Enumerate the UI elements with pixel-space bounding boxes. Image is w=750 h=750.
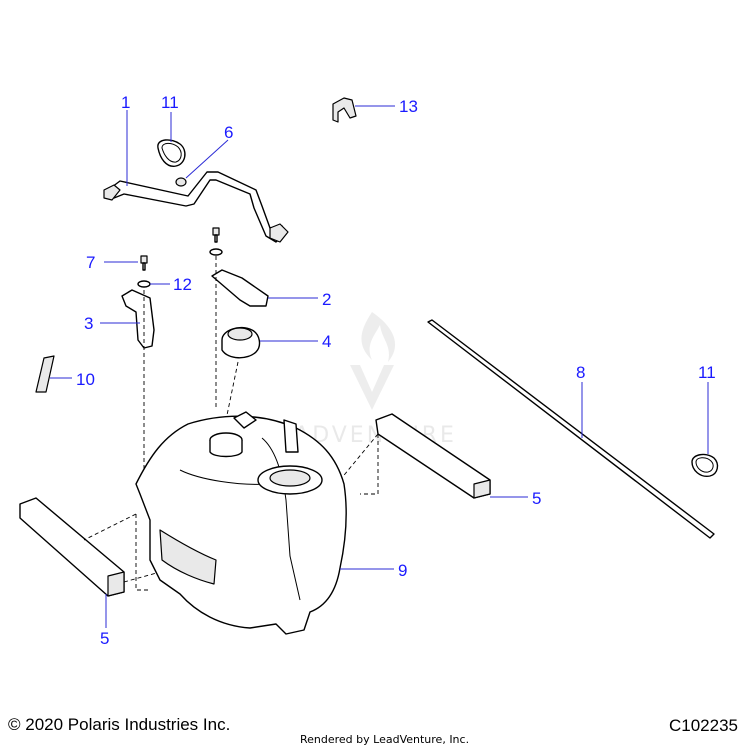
part-clamp-top[interactable] <box>157 139 186 167</box>
part-clamp-right[interactable] <box>691 453 719 477</box>
part-fuel-tank[interactable] <box>135 411 347 635</box>
callout-4[interactable]: 4 <box>322 332 331 351</box>
part-bracket-left[interactable] <box>121 289 155 349</box>
copyright-text: © 2020 Polaris Industries Inc. <box>8 715 231 734</box>
callouts: 1 11 6 13 7 12 2 3 4 10 8 11 5 9 5 <box>76 93 716 648</box>
part-grommet[interactable] <box>175 177 187 187</box>
part-fuel-cap[interactable] <box>221 326 261 359</box>
part-rod[interactable] <box>427 319 715 539</box>
callout-13[interactable]: 13 <box>399 97 418 116</box>
callout-8[interactable]: 8 <box>576 363 585 382</box>
dashed-guides <box>83 256 379 591</box>
part-pad-right[interactable] <box>375 413 491 499</box>
callout-12[interactable]: 12 <box>173 275 192 294</box>
callout-7[interactable]: 7 <box>86 253 95 272</box>
callout-5-right[interactable]: 5 <box>532 489 541 508</box>
part-pad-small[interactable] <box>35 355 55 393</box>
callout-3[interactable]: 3 <box>84 314 93 333</box>
leader-lines <box>50 105 709 628</box>
callout-10[interactable]: 10 <box>76 370 95 389</box>
callout-11-top[interactable]: 11 <box>161 93 179 112</box>
callout-11-right[interactable]: 11 <box>698 363 716 382</box>
part-clip[interactable] <box>332 97 357 123</box>
diagram-code: C102235 <box>668 716 738 735</box>
callout-5-left[interactable]: 5 <box>100 629 109 648</box>
rendered-by-text: Rendered by LeadVenture, Inc. <box>300 733 470 746</box>
callout-9[interactable]: 9 <box>398 561 407 580</box>
part-vent-hose[interactable] <box>103 171 289 243</box>
callout-1[interactable]: 1 <box>121 93 130 112</box>
callout-2[interactable]: 2 <box>322 290 331 309</box>
part-bracket-right[interactable] <box>211 269 269 307</box>
part-bolt[interactable] <box>140 227 220 271</box>
part-pad-left[interactable] <box>19 497 125 597</box>
callout-6[interactable]: 6 <box>224 123 233 142</box>
